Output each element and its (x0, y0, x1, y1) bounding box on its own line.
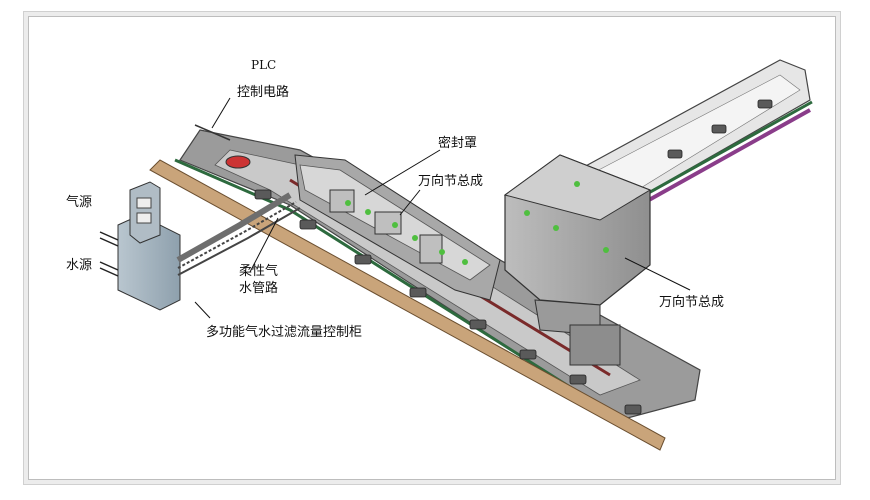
label-universal-joint-right: 万向节总成 (659, 295, 725, 310)
label-flex-pipe-line2: 水管路 (239, 281, 279, 296)
label-control-cabinet: 多功能气水过滤流量控制柜 (206, 325, 363, 340)
label-plc: PLC (251, 58, 277, 72)
label-air-source: 气源 (66, 195, 93, 210)
control-cabinet (117, 181, 181, 311)
source-inlets (99, 231, 119, 277)
leader-lines (194, 97, 691, 319)
label-flex-pipe-line1: 柔性气 (239, 264, 279, 279)
flex-pipe-bundle (176, 192, 301, 276)
label-control-circuit: 控制电路 (237, 85, 290, 100)
label-universal-joint-top: 万向节总成 (418, 174, 484, 189)
belt-head-device (194, 124, 251, 169)
transfer-hood (503, 154, 652, 366)
label-seal-cover: 密封罩 (438, 136, 478, 151)
lower-rollers (254, 189, 642, 415)
seal-cover-structure (294, 154, 501, 301)
label-water-source: 水源 (66, 258, 93, 273)
